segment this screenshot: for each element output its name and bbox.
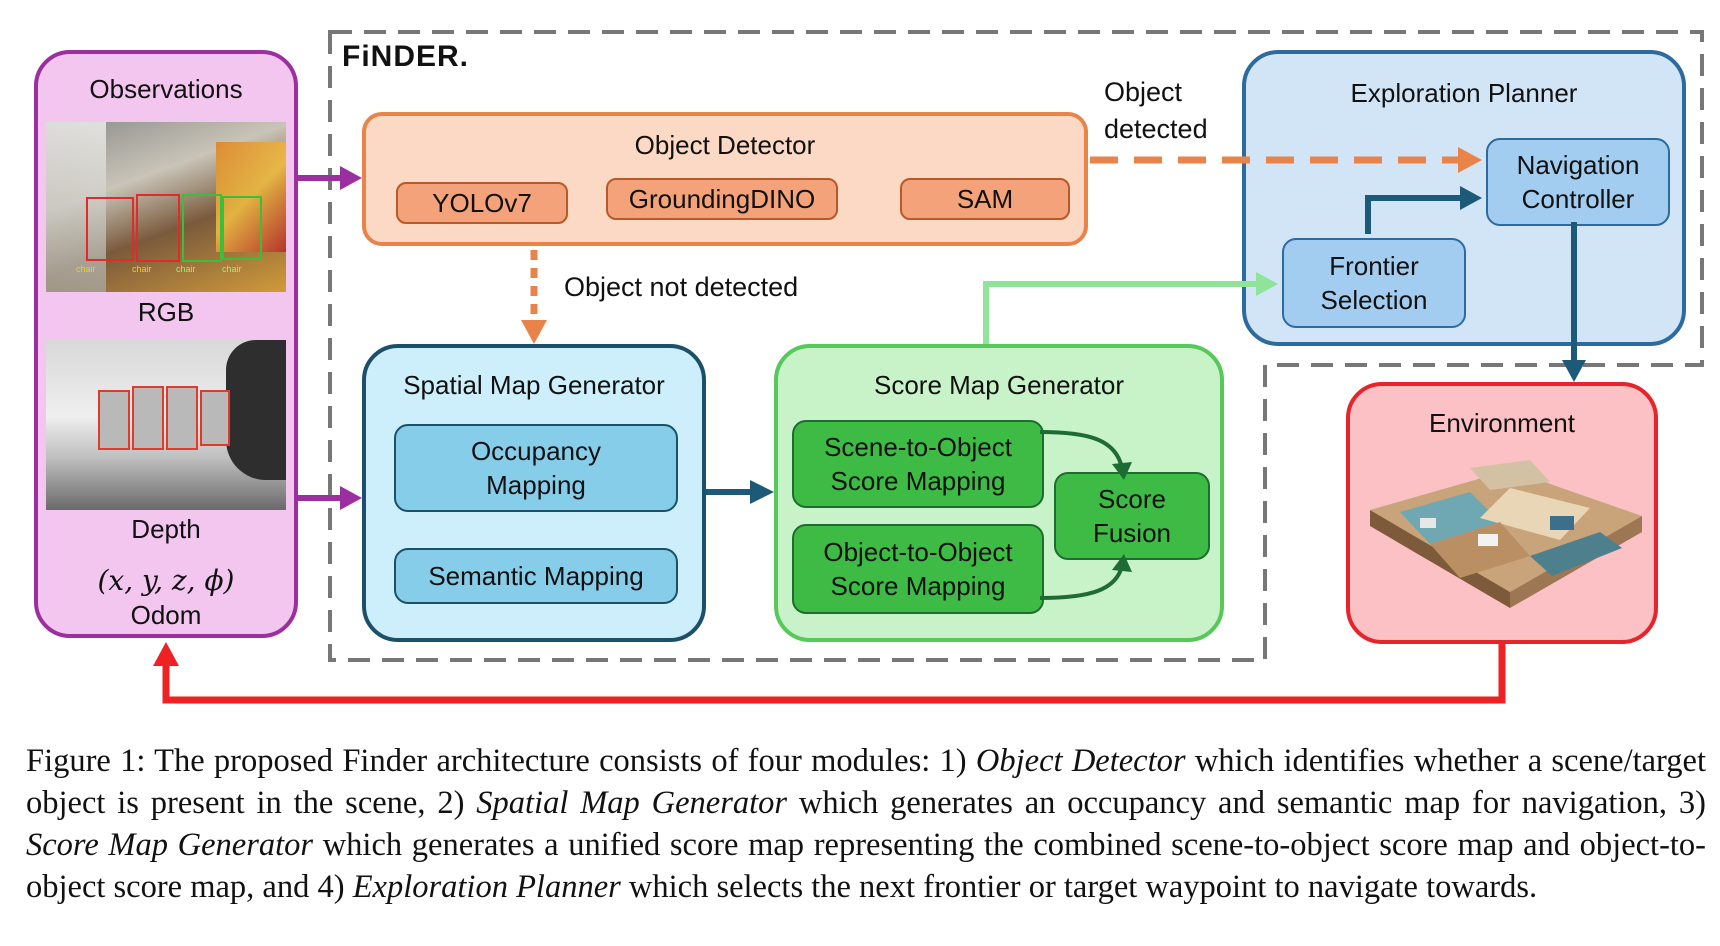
spatial-map-generator-title: Spatial Map Generator — [403, 370, 665, 400]
depth-image — [46, 340, 286, 510]
figure-caption: Figure 1: The proposed Finder architectu… — [26, 740, 1706, 908]
score-fusion-module: Score Fusion — [1054, 472, 1210, 560]
exploration-planner-title: Exploration Planner — [1350, 78, 1578, 108]
finder-logo: FiNDER. — [342, 40, 469, 73]
rgb-detection-tag: chair — [176, 264, 196, 274]
environment-house-image — [1370, 460, 1642, 608]
environment-title: Environment — [1429, 408, 1575, 438]
exploration-planner-panel: Exploration Planner Navigation Controlle… — [1242, 50, 1686, 346]
caption-emphasis: Spatial Map Generator — [476, 785, 788, 821]
caption-emphasis: Object Detector — [975, 743, 1186, 779]
rgb-detection-tag: chair — [132, 264, 152, 274]
caption-emphasis: Exploration Planner — [352, 869, 621, 905]
yolov7-module: YOLOv7 — [396, 182, 568, 224]
semantic-mapping-module: Semantic Mapping — [394, 548, 678, 604]
caption-text: which identifies whether a scene/target … — [26, 743, 1706, 821]
spatial-map-generator-panel: Spatial Map Generator Occupancy Mapping … — [362, 344, 706, 642]
object-detector-title: Object Detector — [634, 130, 816, 160]
rgb-label: RGB — [137, 297, 195, 327]
object-to-object-module: Object-to-Object Score Mapping — [792, 524, 1044, 614]
score-map-generator-title: Score Map Generator — [873, 370, 1124, 400]
odom-label: Odom — [130, 600, 202, 630]
rgb-image: chair chair chair chair — [46, 122, 286, 292]
object-not-detected-label: Object not detected — [564, 272, 799, 302]
depth-label: Depth — [131, 514, 201, 544]
observations-panel: Observations chair chair chair chair RGB… — [34, 50, 298, 638]
object-detector-panel: Object Detector YOLOv7 GroundingDINO SAM — [362, 112, 1088, 246]
odom-formula: (x, y, z, ϕ) — [97, 564, 235, 597]
environment-panel: Environment — [1346, 382, 1658, 644]
scene-to-object-module: Scene-to-Object Score Mapping — [792, 420, 1044, 508]
caption-text: Figure 1: The proposed Finder architectu… — [26, 743, 976, 779]
navigation-controller-module: Navigation Controller — [1486, 138, 1670, 226]
sam-module: SAM — [900, 178, 1070, 220]
occupancy-mapping-module: Occupancy Mapping — [394, 424, 678, 512]
rgb-detection-tag: chair — [222, 264, 242, 274]
score-map-generator-panel: Score Map Generator Scene-to-Object Scor… — [774, 344, 1224, 642]
caption-text: which selects the next frontier or targe… — [620, 869, 1538, 905]
caption-text: which generates a unified score map repr… — [26, 827, 1707, 905]
rgb-detection-tag: chair — [76, 264, 96, 274]
groundingdino-module: GroundingDINO — [606, 178, 838, 220]
frontier-selection-module: Frontier Selection — [1282, 238, 1466, 328]
caption-text: which generates an occupancy and semanti… — [787, 785, 1706, 821]
observations-title: Observations — [89, 74, 243, 104]
caption-emphasis: Score Map Generator — [26, 827, 314, 863]
object-detected-label: Object detected — [1104, 77, 1208, 144]
